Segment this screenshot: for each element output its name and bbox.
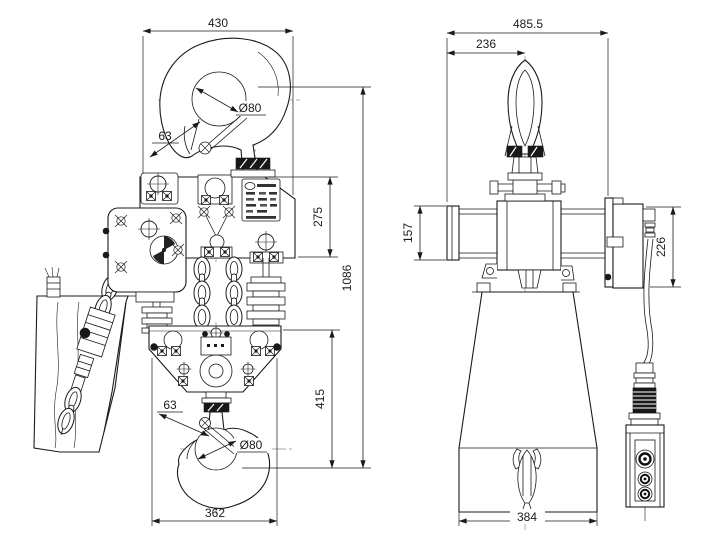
chain-guide-side [517, 269, 542, 289]
dim-1086: 1086 [340, 264, 354, 291]
dimensions-side: 485.5 236 157 226 384 [401, 17, 681, 526]
side-view: 485.5 236 157 226 384 [401, 17, 681, 532]
dim-275: 275 [311, 207, 325, 227]
suspension-bracket [489, 156, 566, 202]
dim-430: 430 [208, 16, 228, 30]
gearbox [102, 207, 187, 334]
bottom-hook-block [148, 325, 282, 393]
chain-guide-v [197, 205, 236, 259]
chain-anchor-block [197, 174, 233, 205]
chain-bucket-side [458, 282, 598, 513]
right-bolt-group [249, 230, 284, 264]
bucket-edge-thick [103, 301, 127, 433]
nameplate [241, 178, 281, 222]
chain-into-bucket [54, 272, 122, 437]
bottom-hook-side [512, 448, 542, 510]
top-left-bracket [140, 172, 179, 205]
chain-bucket-front [33, 266, 152, 453]
chain-fall-left [193, 256, 211, 330]
chain-end-fitting [44, 266, 61, 298]
chain-fall-right [225, 256, 243, 330]
strain-relief [632, 387, 657, 414]
dim-63-top: 63 [158, 129, 172, 143]
dim-384: 384 [517, 510, 537, 524]
dim-485-5: 485.5 [513, 17, 543, 31]
dim-226: 226 [654, 237, 668, 257]
front-view: 430 63 Ø80 275 1086 415 63 Ø80 362 [33, 16, 371, 526]
dim-362: 362 [205, 506, 225, 520]
buffer-right [246, 258, 286, 326]
swivel-side [506, 145, 544, 158]
motor-end [604, 197, 656, 289]
top-hook-side [504, 59, 546, 158]
terminal-box [642, 208, 656, 222]
dimensions-front: 430 63 Ø80 275 1086 415 63 Ø80 362 [142, 16, 371, 526]
pendant-control [625, 362, 665, 521]
dim-d80-top: Ø80 [239, 101, 262, 115]
dim-d80-bottom: Ø80 [240, 438, 263, 452]
dim-157: 157 [401, 223, 415, 243]
top-hook-assembly [159, 37, 291, 178]
dim-63-bottom: 63 [163, 398, 177, 412]
pendant-down-button[interactable] [637, 486, 653, 502]
dim-415: 415 [313, 389, 327, 409]
top-hook-swivel [230, 157, 276, 178]
pendant-up-button[interactable] [637, 471, 653, 487]
dim-236: 236 [476, 37, 496, 51]
body-left-cap [446, 205, 460, 261]
top-hook-latch [198, 112, 248, 155]
pendant-emergency-button[interactable] [635, 449, 655, 469]
control-cable [642, 238, 654, 365]
hook-latch-side [504, 125, 546, 157]
bottom-hook-opening [194, 427, 238, 471]
hoist-body-side [446, 197, 656, 289]
